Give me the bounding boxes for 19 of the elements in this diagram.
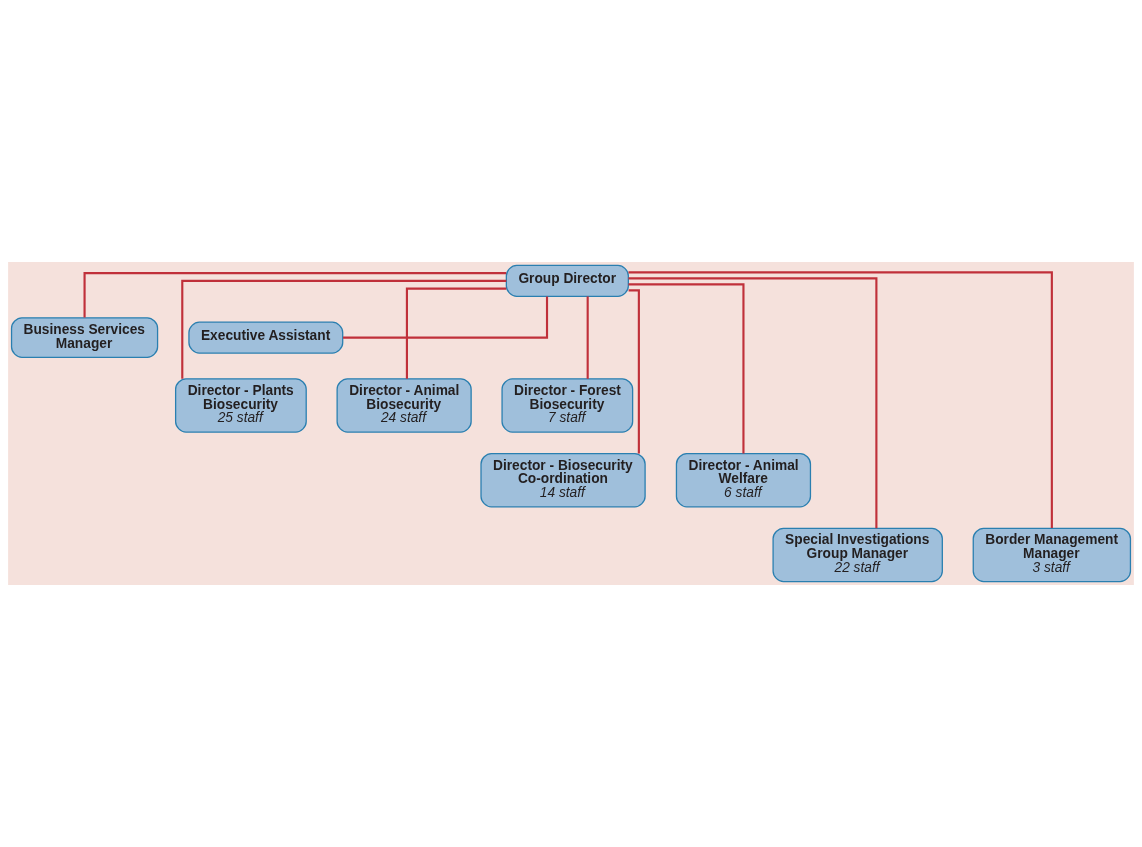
connector (628, 271, 1053, 529)
connector (343, 296, 549, 339)
node-box: Business Services Manager (10, 317, 159, 358)
node-box: Director - Forest Biosecurity 7 staff (501, 378, 634, 433)
connector (405, 287, 507, 379)
connector (628, 283, 745, 454)
node-box: Border Management Manager 3 staff (972, 527, 1132, 583)
connector (628, 277, 878, 529)
connector (181, 279, 507, 379)
connector (83, 272, 507, 318)
node-box: Executive Assistant (188, 321, 344, 354)
connector (628, 289, 640, 454)
node-box: Director - Animal Biosecurity 24 staff (336, 378, 472, 433)
node-box: Director - Animal Welfare 6 staff (675, 452, 812, 508)
node-box: Director - Biosecurity Co-ordination 14 staff (480, 452, 646, 508)
node-box: Special Investigations Group Manager 22 staff (772, 527, 943, 583)
node-box: Director - Plants Biosecurity 25 staff (175, 378, 307, 433)
node-box: Group Director (505, 264, 629, 297)
connector (586, 296, 589, 379)
